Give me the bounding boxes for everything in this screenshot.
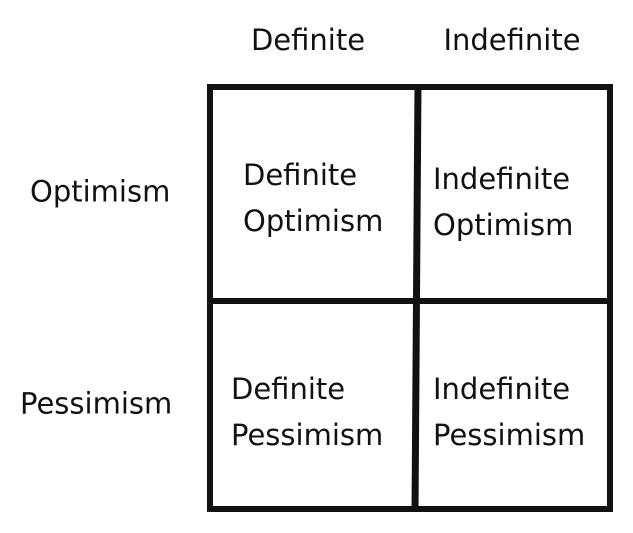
cell-definite-pessimism-line2: Pessimism (231, 418, 384, 452)
cell-indefinite-pessimism-line1: Indefinite (433, 372, 571, 406)
cell-definite-optimism: Definite Optimism (243, 152, 383, 244)
cell-indefinite-pessimism-line2: Pessimism (433, 418, 586, 452)
cell-definite-pessimism-line1: Definite (231, 372, 346, 406)
cell-indefinite-optimism: Indefinite Optimism (433, 156, 573, 248)
cell-indefinite-optimism-line1: Indefinite (433, 162, 571, 196)
cell-indefinite-pessimism: Indefinite Pessimism (433, 366, 585, 458)
cell-definite-pessimism: Definite Pessimism (231, 366, 383, 458)
cell-indefinite-optimism-line2: Optimism (433, 208, 574, 242)
row-label-optimism: Optimism (30, 174, 171, 209)
row-label-pessimism: Pessimism (20, 386, 173, 421)
horizontal-divider (213, 298, 607, 304)
column-label-indefinite: Indefinite (443, 23, 581, 57)
cell-definite-optimism-line1: Definite (243, 158, 358, 192)
quadrant-grid: Definite Optimism Indefinite Optimism De… (207, 84, 613, 512)
column-label-definite: Definite (250, 23, 366, 57)
cell-definite-optimism-line2: Optimism (243, 204, 384, 238)
